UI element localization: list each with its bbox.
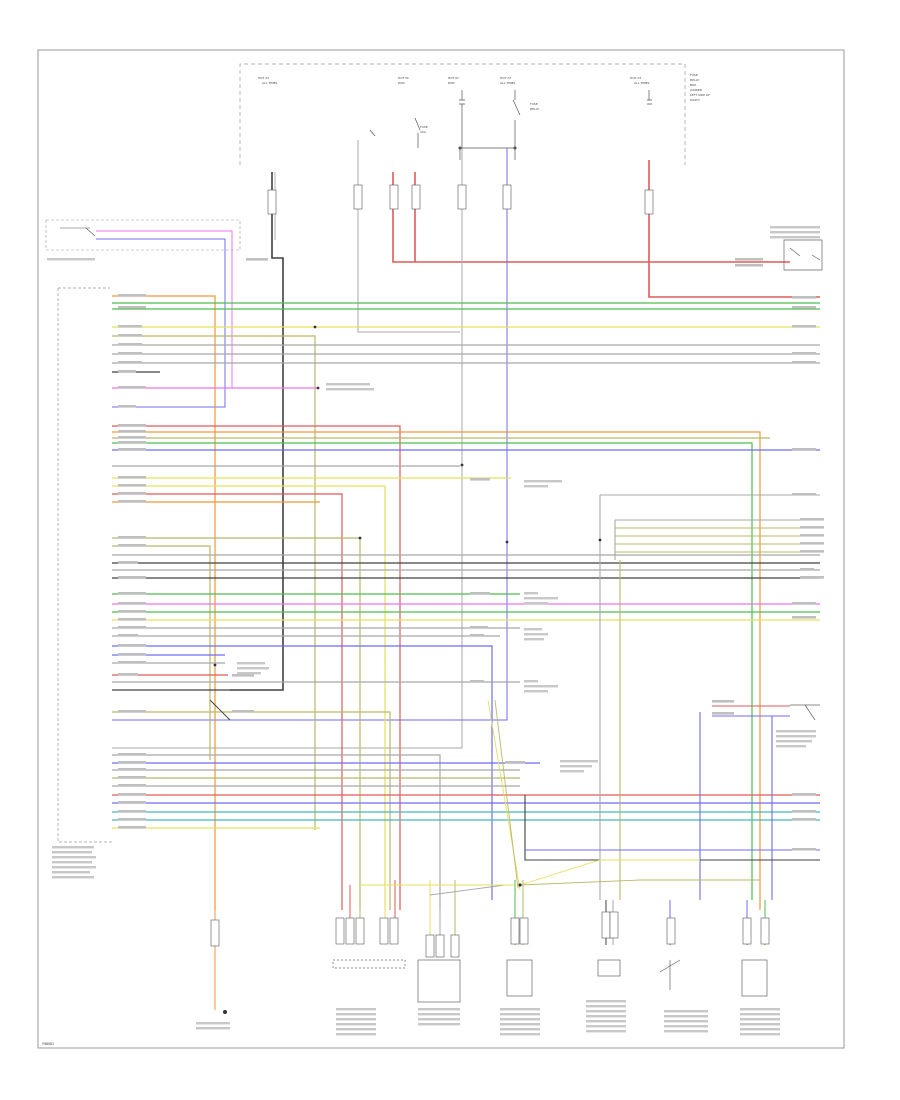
svg-text:HOT AT: HOT AT	[630, 76, 641, 80]
svg-text:RELAY: RELAY	[530, 107, 540, 111]
svg-text:FUSE: FUSE	[690, 73, 698, 77]
fuse-box-outline	[239, 63, 686, 165]
vehicle-lift-sensor-wires	[60, 227, 233, 408]
vehicle-lift-sensor-box	[45, 219, 241, 251]
svg-text:FUSE: FUSE	[530, 102, 538, 106]
svg-text:ALL TIMES: ALL TIMES	[500, 81, 516, 85]
svg-text:HOT IN: HOT IN	[398, 76, 409, 80]
diagram-frame	[37, 49, 845, 1049]
right-bundle-wires	[524, 494, 820, 900]
svg-text:FUSE: FUSE	[420, 125, 428, 129]
horizontal-wires	[112, 295, 820, 910]
splice-dots	[213, 325, 602, 1014]
wire-tags	[118, 258, 824, 851]
component-label-blocks	[47, 226, 820, 1036]
sensor-wires	[214, 880, 766, 1010]
svg-text:(UNDER: (UNDER	[690, 88, 702, 92]
ecu-outline	[57, 287, 112, 843]
footer-code: Y98081	[42, 1042, 54, 1046]
svg-text:ALL TIMES: ALL TIMES	[262, 81, 278, 85]
svg-text:RELAY: RELAY	[690, 78, 700, 82]
svg-text:HOT AT: HOT AT	[500, 76, 511, 80]
junction-lines	[209, 699, 760, 896]
svg-text:BOX: BOX	[690, 83, 696, 87]
sensor-boxes	[332, 239, 823, 1003]
svg-text:10A: 10A	[420, 130, 427, 134]
svg-text:DASH): DASH)	[690, 98, 700, 102]
svg-text:ALL TIMES: ALL TIMES	[634, 81, 650, 85]
svg-text:RUN: RUN	[398, 81, 405, 85]
svg-text:RUN: RUN	[448, 81, 455, 85]
svg-text:HOT AT: HOT AT	[258, 76, 269, 80]
fuse-symbols	[369, 90, 652, 160]
svg-text:LEFT SIDE OF: LEFT SIDE OF	[690, 93, 710, 97]
connectors	[210, 184, 770, 958]
svg-text:HOT IN: HOT IN	[448, 76, 459, 80]
